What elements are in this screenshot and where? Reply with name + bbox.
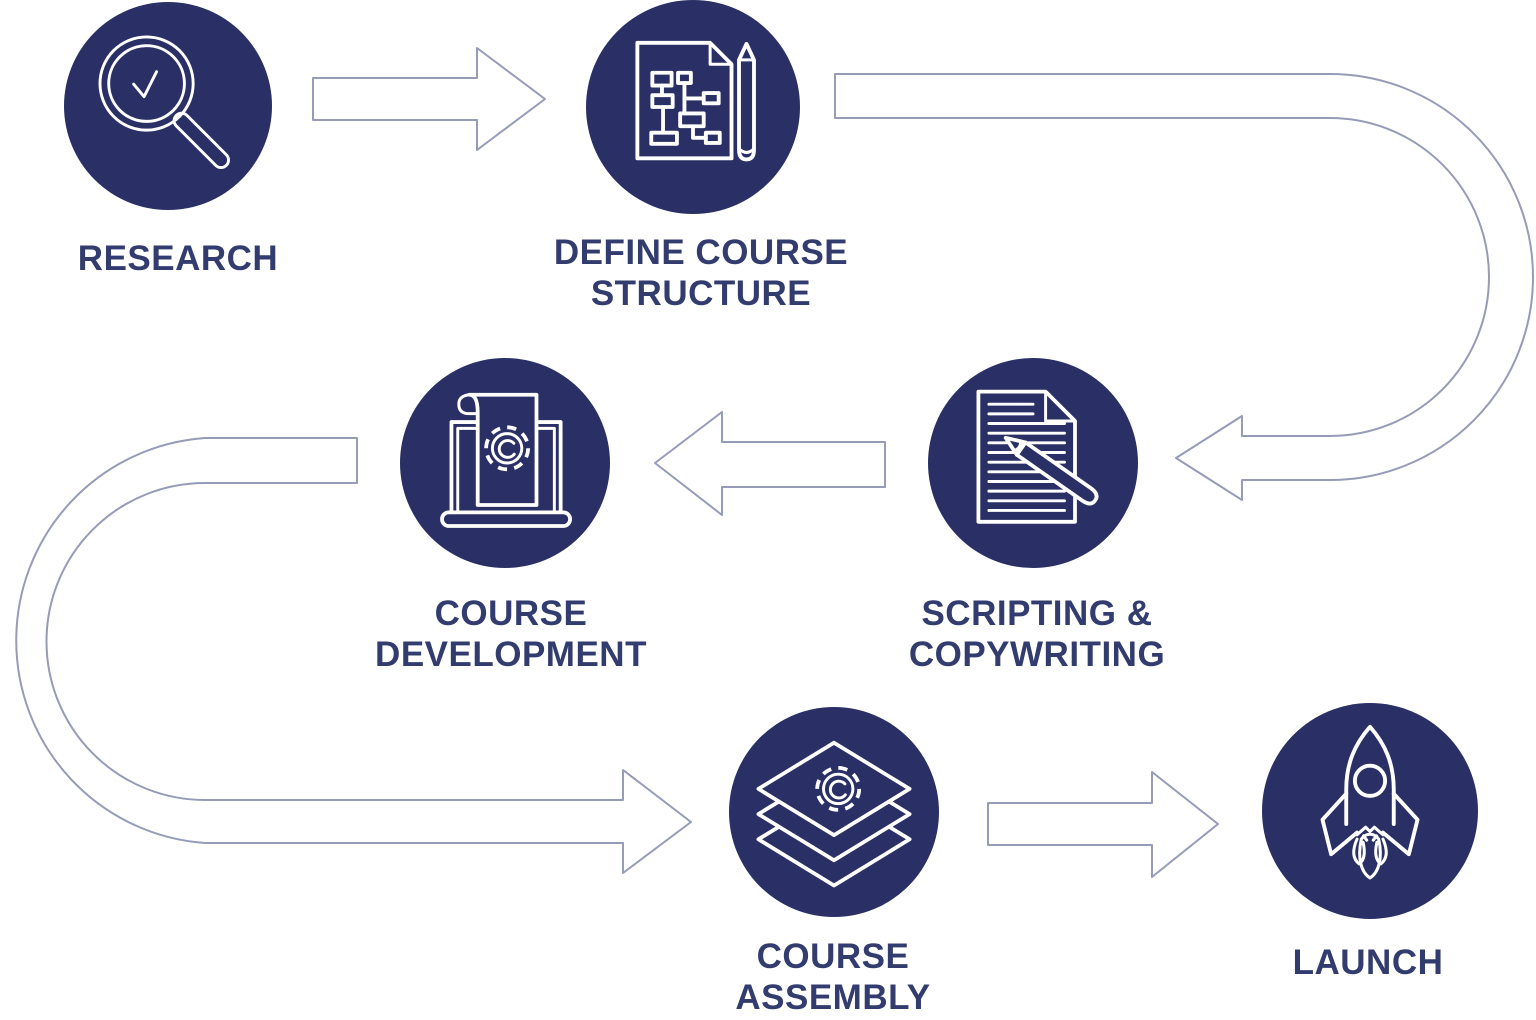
magnifier-check-icon: [98, 35, 230, 170]
node-label-line: LAUNCH: [1292, 943, 1444, 982]
node-course-assembly: [729, 707, 939, 917]
node-label-line: SCRIPTING &: [921, 594, 1153, 633]
node-label-define-course-structure: DEFINE COURSE STRUCTURE: [554, 232, 848, 314]
stacked-layers-gear-icon: [756, 740, 912, 888]
node-define-course-structure: [586, 0, 800, 214]
document-pencil-icon: [976, 389, 1099, 524]
arrow-research-to-define: [312, 47, 546, 151]
laptop-scroll-gear-icon: [440, 392, 572, 528]
sitemap-boxes: [649, 70, 722, 146]
document-sitemap-pencil-icon: [635, 40, 756, 162]
node-label-line: COURSE: [434, 594, 588, 633]
arrow-development-to-assembly-curve: [15, 437, 692, 874]
node-research: [64, 2, 272, 210]
node-label-course-development: COURSE DEVELOPMENT: [375, 593, 647, 675]
arrow-define-to-scripting-curve: [834, 73, 1534, 501]
node-label-line: COURSE: [756, 937, 910, 976]
node-label-research: RESEARCH: [78, 238, 278, 279]
rocket-icon: [1320, 724, 1420, 880]
arrow-assembly-to-launch: [987, 771, 1219, 878]
node-label-line: DEFINE COURSE: [553, 233, 849, 272]
node-label-line: DEVELOPMENT: [375, 635, 647, 674]
node-label-scripting-copywriting: SCRIPTING & COPYWRITING: [909, 593, 1165, 675]
node-label-course-assembly: COURSE ASSEMBLY: [735, 936, 930, 1018]
node-course-development: [400, 358, 610, 568]
node-label-line: ASSEMBLY: [735, 978, 931, 1017]
arrow-scripting-to-development: [654, 411, 886, 516]
node-label-line: STRUCTURE: [590, 274, 812, 313]
node-scripting-copywriting: [928, 358, 1138, 568]
pencil: [1003, 435, 1099, 506]
gear: [815, 766, 862, 812]
node-launch: [1262, 703, 1478, 919]
node-label-line: COPYWRITING: [908, 635, 1166, 674]
node-label-launch: LAUNCH: [1293, 942, 1444, 983]
node-label-line: RESEARCH: [77, 239, 279, 278]
